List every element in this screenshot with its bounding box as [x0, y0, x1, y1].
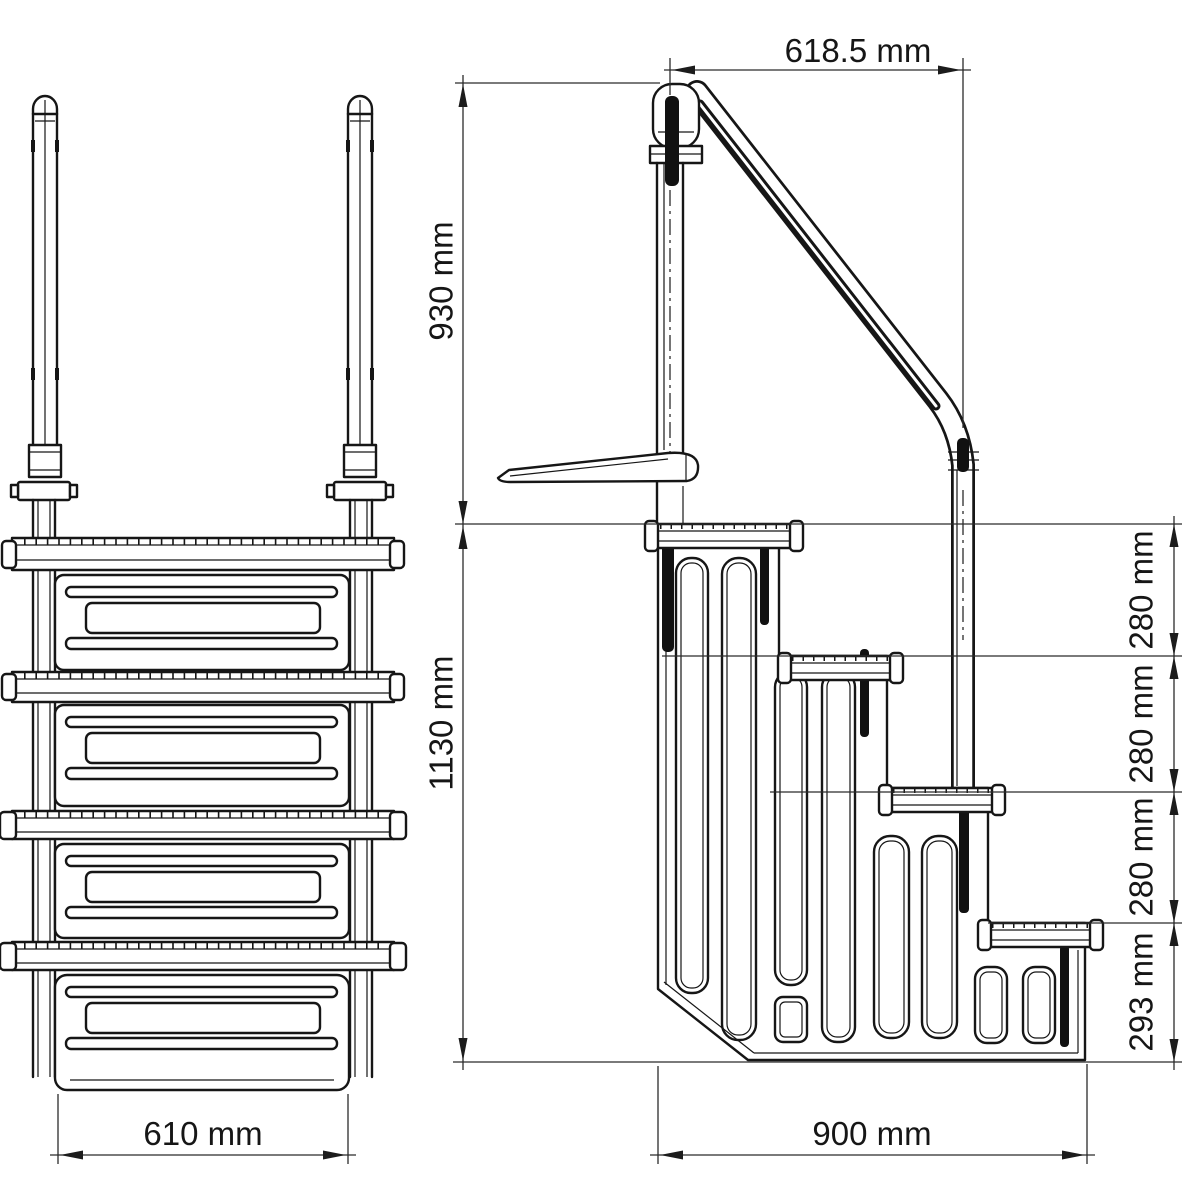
front-step-panel-3 — [53, 842, 351, 940]
dim-label-1130: 1130 mm — [423, 655, 460, 790]
dim-handrail-span: 618.5 mm — [664, 32, 971, 428]
dim-label-900: 900 mm — [812, 1115, 931, 1152]
side-right-handrail-post — [948, 438, 979, 640]
front-right-side-rail — [348, 498, 374, 1079]
side-deck-plate — [496, 451, 700, 484]
extension-lines — [453, 523, 1182, 1063]
front-left-side-rail — [31, 498, 57, 1079]
dim-step-rises: 280 mm 280 mm 280 mm 293 mm — [1123, 516, 1179, 1070]
dim-base-depth: 900 mm — [650, 1064, 1095, 1164]
dim-label-rise-1: 280 mm — [1123, 530, 1160, 649]
side-tread-1 — [643, 519, 805, 553]
side-tread-3 — [877, 783, 1007, 817]
dim-label-rise-2: 280 mm — [1123, 664, 1160, 783]
side-view-steps — [496, 80, 1105, 1062]
front-step-panel-4 — [53, 973, 351, 1092]
front-step-panel-2 — [53, 703, 351, 808]
front-tread-1 — [0, 536, 406, 572]
dim-overall-height: 1130 mm — [423, 526, 468, 1070]
dim-label-618-5: 618.5 mm — [785, 32, 932, 69]
front-view-ladder — [0, 94, 408, 1092]
front-tread-4 — [0, 940, 408, 972]
front-right-handrail-post — [325, 94, 395, 502]
front-tread-2 — [0, 670, 406, 704]
dim-label-610: 610 mm — [143, 1115, 262, 1152]
side-tread-4 — [976, 918, 1105, 952]
dim-ladder-width: 610 mm — [50, 1094, 356, 1164]
front-tread-3 — [0, 809, 408, 841]
side-handrail — [648, 80, 979, 800]
dim-label-930: 930 mm — [423, 221, 460, 340]
dim-label-rise-4: 293 mm — [1123, 932, 1160, 1051]
dim-handrail-height: 930 mm — [423, 75, 660, 533]
side-tread-2 — [776, 651, 905, 685]
dimension-annotations: 618.5 mm 930 mm 1130 mm — [50, 32, 1182, 1164]
dim-label-rise-3: 280 mm — [1123, 797, 1160, 916]
front-left-handrail-post — [9, 94, 79, 502]
front-step-panel-1 — [53, 573, 351, 672]
